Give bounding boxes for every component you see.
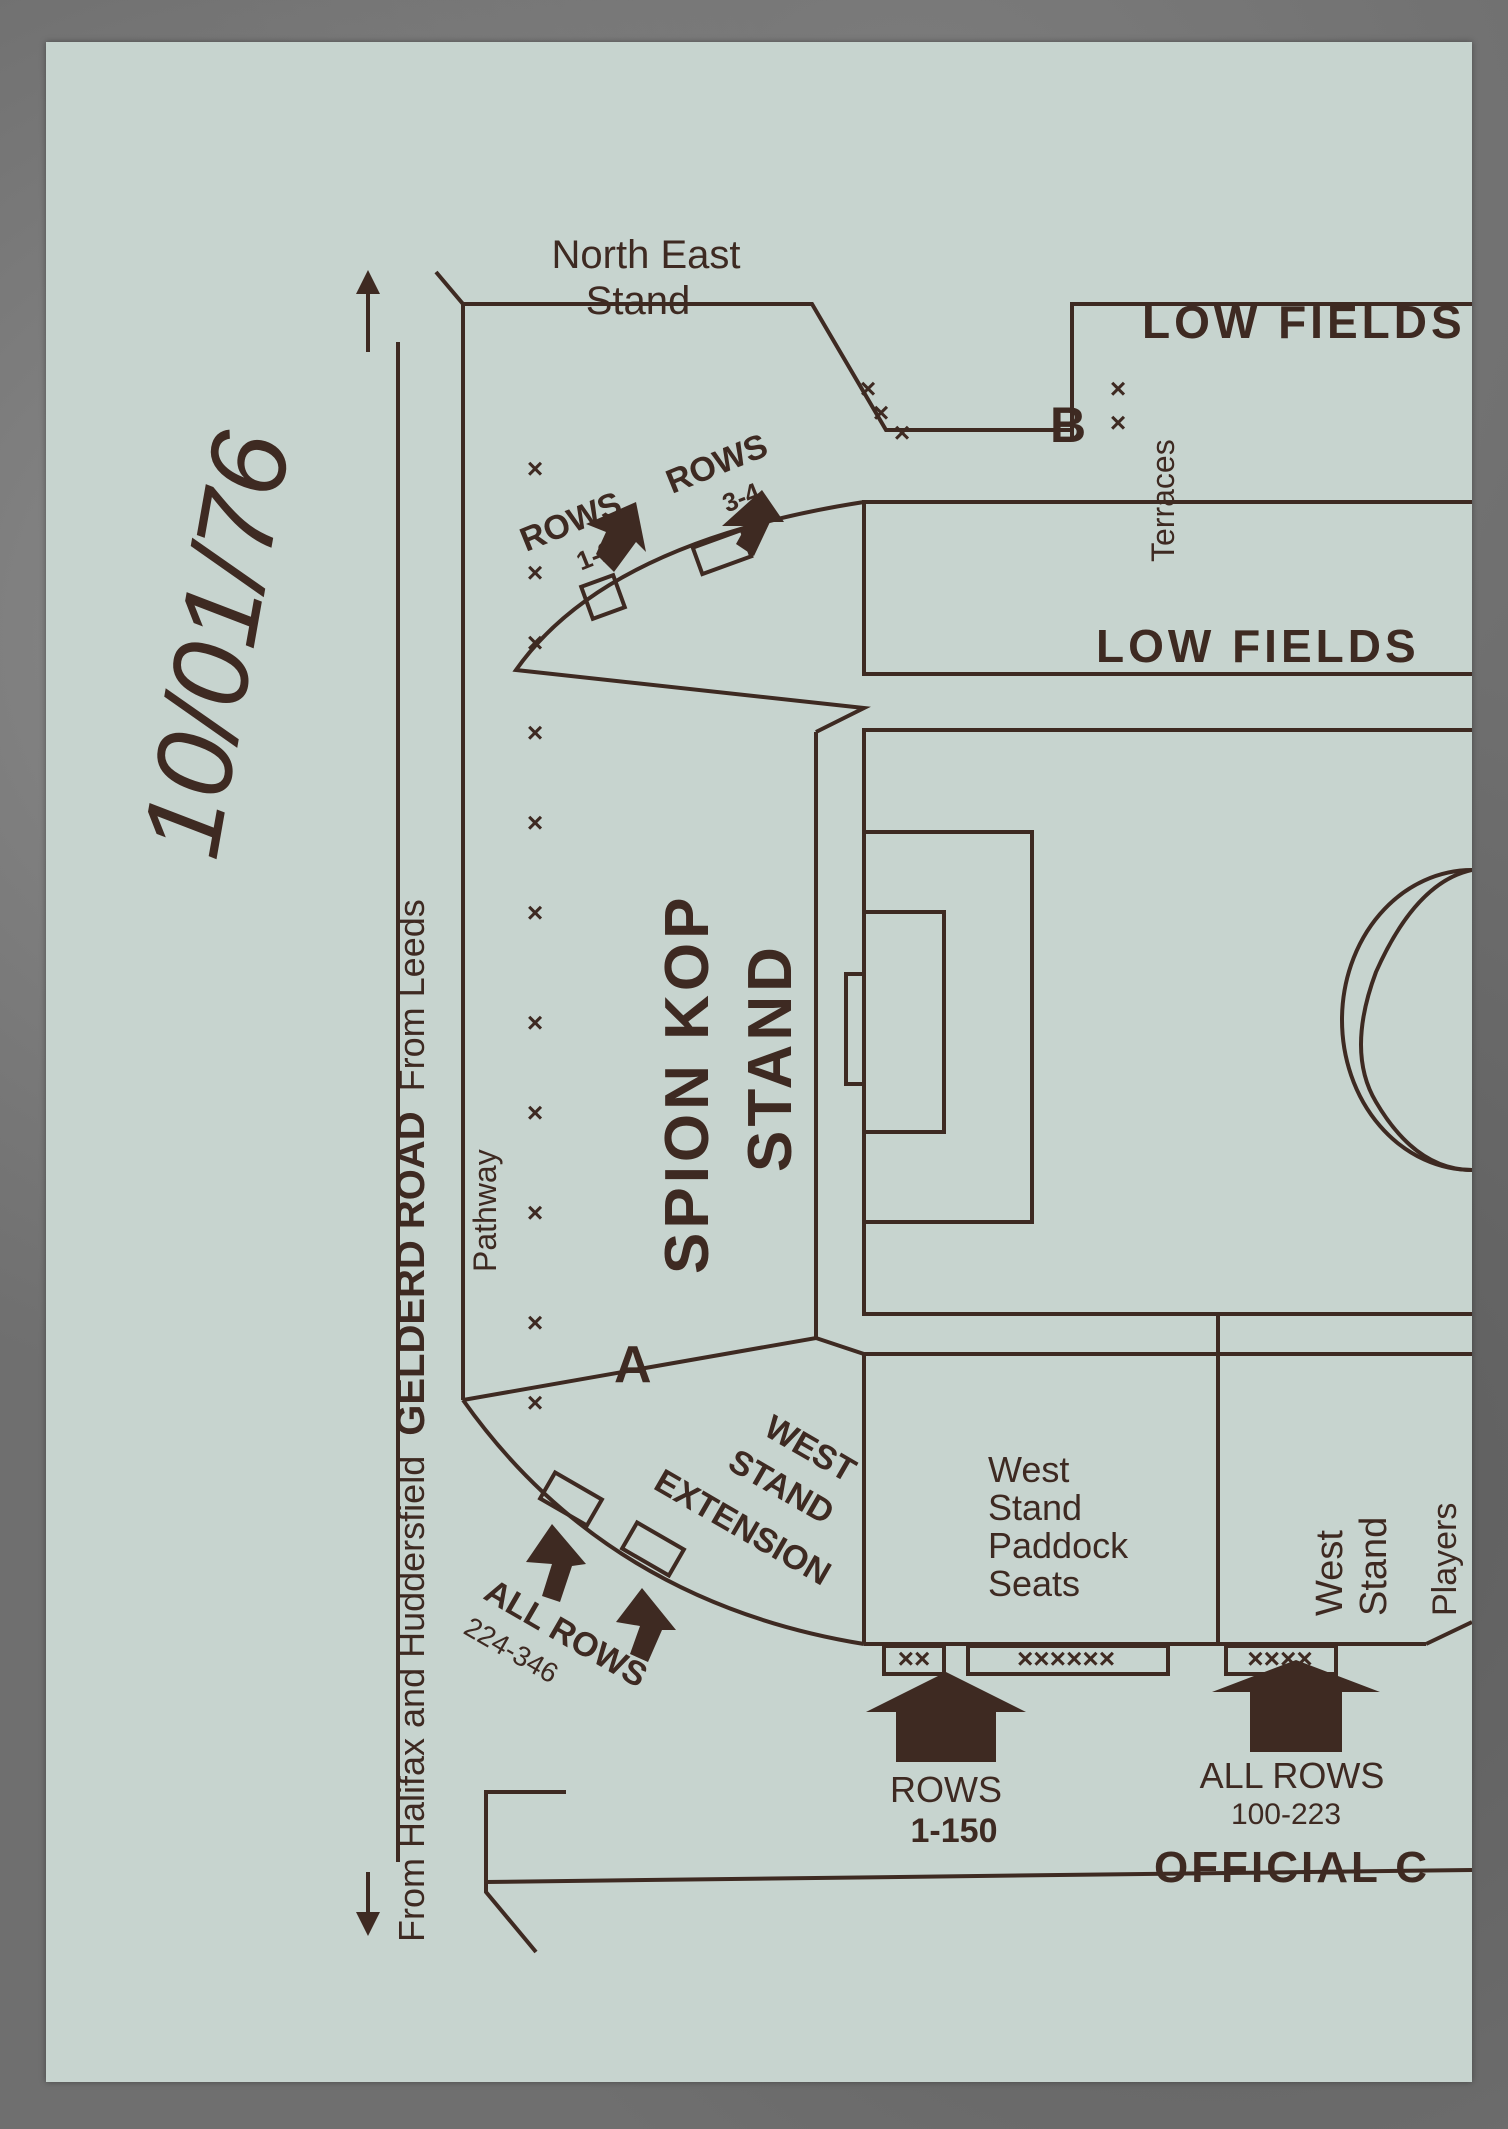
players-entrance-line1: Players [1426,1503,1464,1616]
rows-bottom-word: ROWS [890,1769,1002,1810]
svg-text:××××××: ×××××× [1017,1643,1115,1674]
centre-circle-arc [1340,868,1472,1172]
low-fields-road-label: LOW FIELDS [1142,296,1466,348]
svg-text:×: × [860,373,876,404]
stadium-map: ××× ××× ××× ×× ××× ×× ×××××××××××× 10/01… [119,233,1472,1954]
low-fields-stand-label: LOW FIELDS [1096,620,1420,672]
svg-text:×: × [527,1097,543,1128]
all-rows-bottom-nums: 100-223 [1231,1798,1341,1831]
ticket: ××× ××× ××× ×× ××× ×× ×××××××××××× 10/01… [46,42,1472,2082]
turnstile-box [537,1469,605,1529]
west-extension-curve [461,1398,865,1646]
svg-text:×: × [527,1307,543,1338]
west-extension-top [462,1335,1472,1402]
entrance-arrow-icon [526,1524,586,1602]
entrance-arrow-icon [1212,1660,1380,1752]
rows-bottom-nums: 1-150 [911,1812,998,1850]
penalty-area [862,830,1034,1224]
goal [844,972,866,1086]
svg-text:××××: ×××× [1247,1643,1312,1674]
turnstile-box [619,1519,687,1579]
handwritten-date: 10/01/76 [119,422,315,866]
all-rows-bottom-word: ALL ROWS [1200,1755,1385,1796]
entrance-arrow-icon [722,490,784,556]
bottom-boundary [485,1868,1472,1884]
turnstile-box [578,572,628,622]
svg-text:×: × [527,627,543,658]
entrance-arrow-icon [616,1588,676,1662]
entrance-arrow-icon [866,1672,1026,1762]
west-stand-paddock-label: West Stand Paddock Seats [988,1449,1138,1604]
north-east-stand-outline [463,302,1472,432]
svg-text:×: × [527,807,543,838]
svg-text:×: × [527,897,543,928]
gate-a-label: A [614,1336,652,1394]
goal-area [862,910,946,1134]
entrance-arrow-icon [586,502,646,572]
from-halifax-label: From Halifax and HuddersfieldGELDERD ROA… [389,899,433,1942]
players-entrance-edge [1425,1620,1472,1646]
svg-text:××: ×× [898,1643,931,1674]
west-stand-line1: West [1309,1530,1351,1616]
svg-text:×: × [1110,407,1126,438]
north-corner-curve [512,500,871,734]
svg-text:×: × [527,1387,543,1418]
west-stand-line2: Stand [1353,1517,1395,1616]
turnstile-box [882,1644,946,1676]
svg-text:×: × [527,1197,543,1228]
svg-text:×: × [527,453,543,484]
turnstile-box [966,1644,1170,1676]
svg-text:×: × [1110,373,1126,404]
svg-text:×: × [873,397,889,428]
svg-text:×: × [527,1007,543,1038]
gate-b-label: B [1050,397,1086,453]
centre-circle [1359,868,1472,1172]
official-label: OFFICIAL C [1154,1843,1430,1892]
terraces-label: Terraces [1145,439,1181,562]
arrow-down-icon [356,1912,380,1936]
perimeter-fence [434,270,465,1400]
svg-text:×: × [527,717,543,748]
spion-kop-line1: SPION KOP [653,893,722,1274]
svg-text:×: × [894,417,910,448]
low-fields-stand-outline [862,500,1472,676]
pathway-label: Pathway [467,1149,503,1272]
bottom-corner [484,1790,566,1954]
spion-kop-line2: STAND [736,943,805,1172]
svg-text:×: × [527,557,543,588]
arrow-up-icon [356,270,380,294]
pitch-outline [862,728,1472,1316]
